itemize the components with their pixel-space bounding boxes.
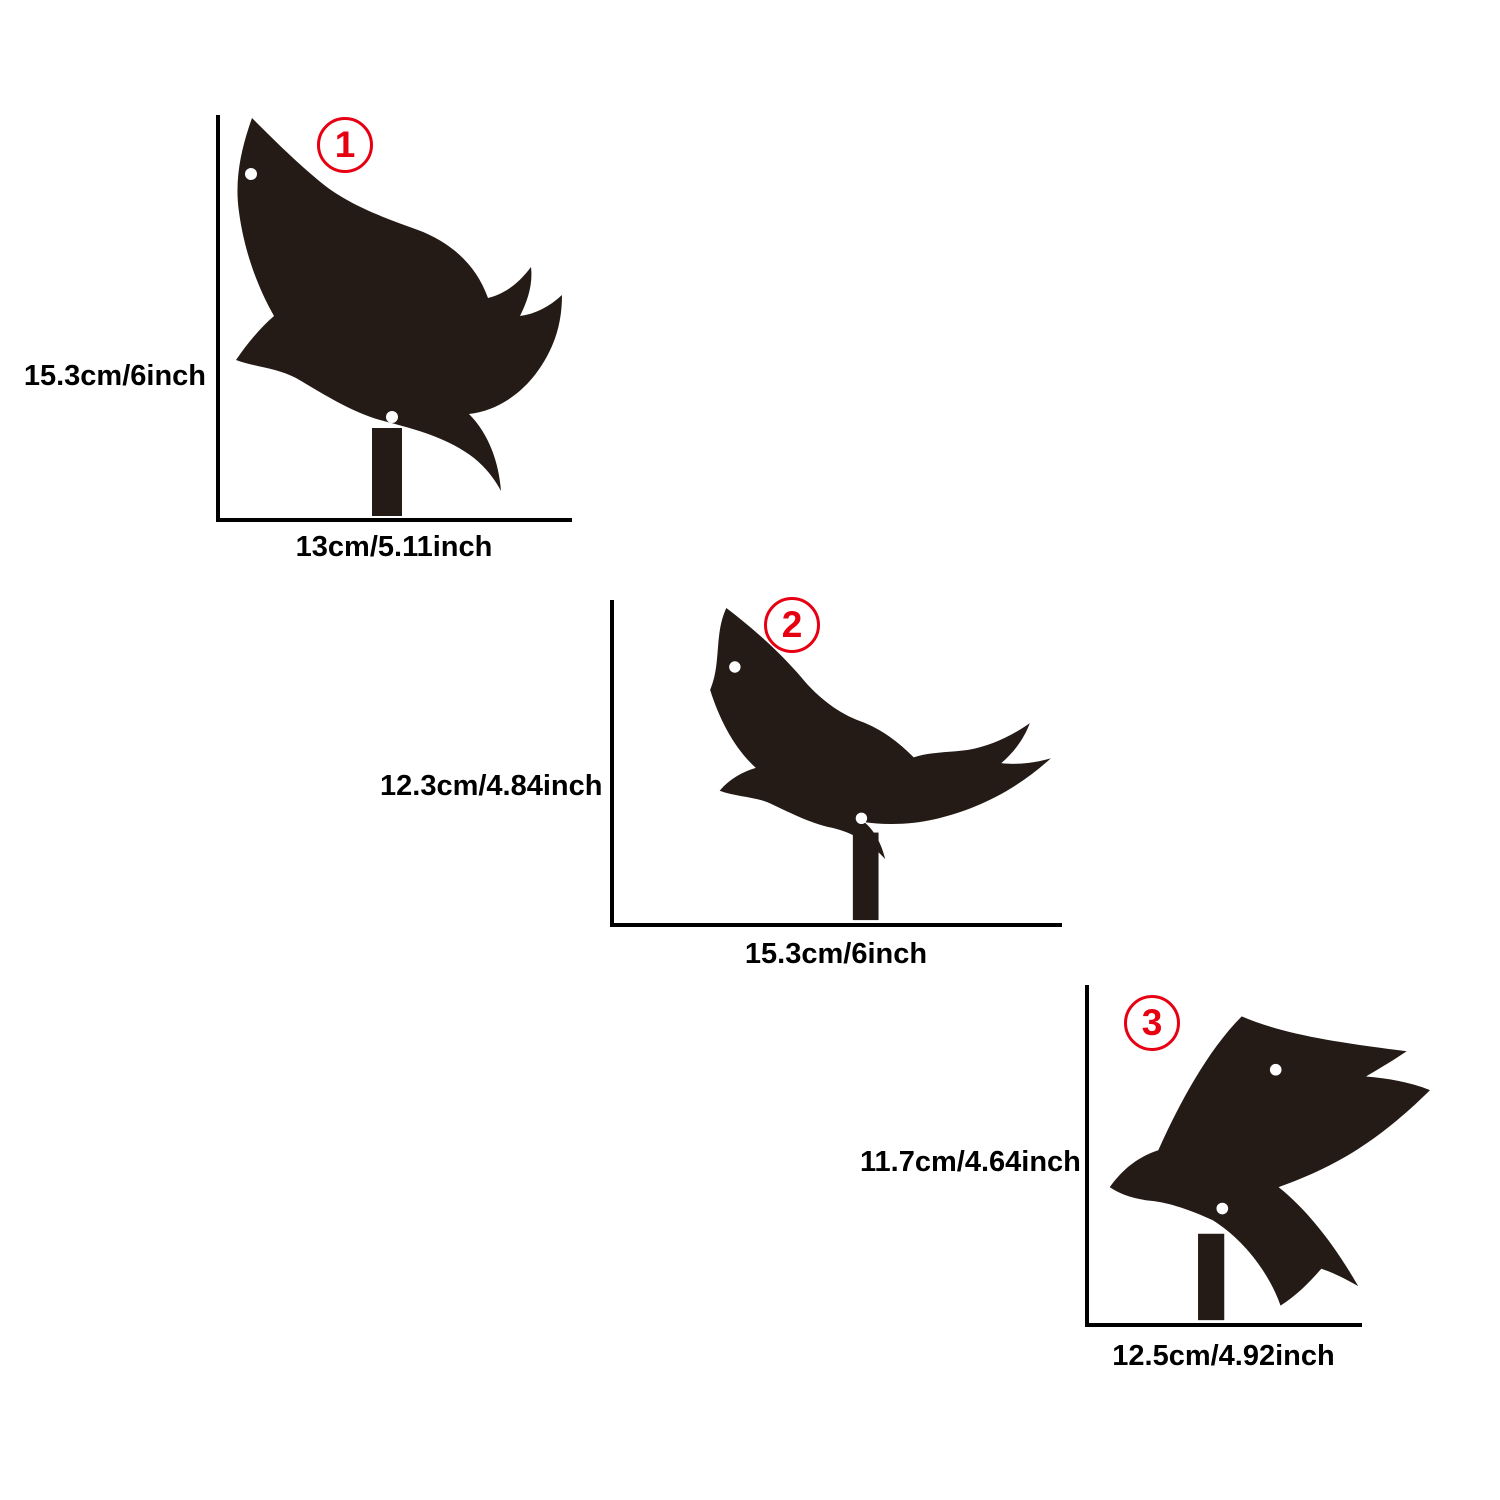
bird-silhouette-1-icon bbox=[236, 118, 562, 516]
figure-1-number-badge: 1 bbox=[317, 117, 373, 173]
figure-2-number-badge: 2 bbox=[764, 597, 820, 653]
mounting-hole-top bbox=[729, 661, 741, 673]
figure-3-width-dimension-line bbox=[1085, 1323, 1362, 1327]
figure-2-number: 2 bbox=[781, 604, 803, 645]
figure-3-height-label: 11.7cm/4.64inch bbox=[860, 1146, 1081, 1178]
figure-2-height-dimension-line bbox=[610, 600, 614, 927]
mounting-hole-top bbox=[1269, 1063, 1282, 1076]
figure-2-width-dimension-line bbox=[610, 923, 1062, 927]
figure-3-height-dimension-line bbox=[1085, 985, 1089, 1327]
figure-1-width-dimension-line bbox=[216, 518, 572, 522]
mounting-hole-bottom bbox=[386, 411, 398, 423]
figure-2-height-label: 12.3cm/4.84inch bbox=[380, 770, 603, 802]
figure-1-width-label: 13cm/5.11inch bbox=[295, 531, 493, 563]
figure-3-number-badge: 3 bbox=[1124, 995, 1180, 1051]
figure-1-height-label: 15.3cm/6inch bbox=[23, 360, 206, 392]
figure-3-number: 3 bbox=[1141, 1002, 1163, 1043]
bird-silhouette-3-icon bbox=[1109, 1016, 1431, 1321]
bird-body bbox=[236, 118, 562, 491]
bird-body bbox=[1109, 1016, 1431, 1306]
ground-stake bbox=[372, 428, 402, 516]
bird-silhouette-2-icon bbox=[710, 608, 1051, 921]
mounting-hole-bottom bbox=[1216, 1202, 1229, 1215]
figure-1-number: 1 bbox=[334, 124, 356, 165]
mounting-hole-top bbox=[245, 168, 257, 180]
mounting-hole-bottom bbox=[855, 812, 868, 824]
bird-body bbox=[710, 608, 1051, 860]
figure-3-width-label: 12.5cm/4.92inch bbox=[1112, 1340, 1335, 1372]
figure-1-height-dimension-line bbox=[216, 115, 220, 522]
ground-stake bbox=[1198, 1233, 1225, 1321]
figure-2-width-label: 15.3cm/6inch bbox=[744, 938, 928, 970]
